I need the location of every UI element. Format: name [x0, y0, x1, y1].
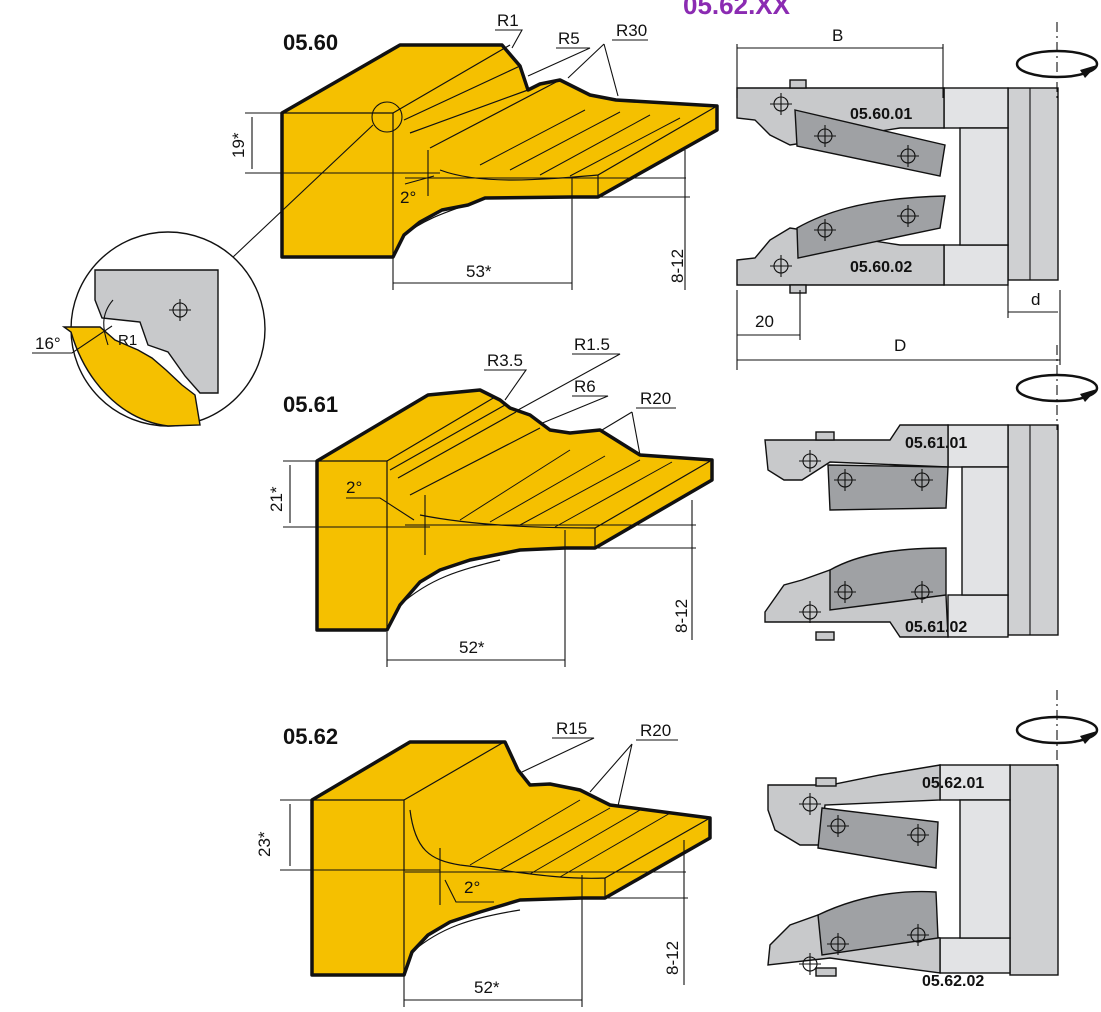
radius-label: R3.5	[487, 351, 523, 370]
knife-code: 05.60.01	[850, 106, 912, 123]
angle-label: 2°	[464, 878, 480, 897]
profile-05-60: 05.60 R1 R5 R30 19* 2° 53* 8-12	[229, 11, 719, 290]
cutter-05-60: 05.60.01 05.60.02 05.60.01 B 20 D d	[736, 22, 1099, 370]
angle-label: 2°	[346, 478, 362, 497]
profile-05-62: 05.62 R15 R20 23* 2° 52* 8-12	[255, 719, 712, 1007]
rotation-arrow-icon	[1015, 22, 1099, 100]
radius-label: R1.5	[574, 335, 610, 354]
radius-label: R6	[574, 377, 596, 396]
profile-title: 05.60	[283, 30, 338, 55]
detail-angle-label: 16°	[35, 334, 61, 353]
dim-20-label: 20	[755, 312, 774, 331]
cutter-05-62: 05.62.01 05.62.02	[767, 690, 1099, 990]
height-label: 21*	[267, 486, 286, 512]
radius-label: R20	[640, 389, 671, 408]
profile-block	[315, 388, 714, 632]
height-label: 23*	[255, 831, 274, 857]
radius-label: R15	[556, 719, 587, 738]
knife-code: 05.61.01	[905, 435, 967, 452]
dim-D-label: D	[894, 336, 906, 355]
dim-d-label: d	[1031, 290, 1040, 309]
angle-label: 2°	[400, 188, 416, 207]
knife-code: 05.60.02	[850, 259, 912, 276]
dim-b-label: B	[832, 26, 843, 45]
radius-label: R20	[640, 721, 671, 740]
thickness-label: 8-12	[668, 249, 687, 283]
profile-title: 05.62	[283, 724, 338, 749]
radius-label: R5	[558, 29, 580, 48]
radius-label: R1	[497, 11, 519, 30]
profile-block	[310, 740, 712, 977]
profile-title: 05.61	[283, 392, 338, 417]
radius-label: R30	[616, 21, 647, 40]
rotation-arrow-icon	[1015, 690, 1099, 770]
detail-radius-label: R1	[118, 332, 137, 349]
width-label: 52*	[474, 978, 500, 997]
knife-code: 05.61.02	[905, 619, 967, 636]
knife-code: 05.62.02	[922, 973, 984, 990]
height-label: 19*	[229, 132, 248, 158]
rotation-arrow-icon	[1015, 345, 1099, 430]
cutter-05-61: 05.61.01 05.61.02	[764, 345, 1099, 641]
profile-05-61: 05.61 R3.5 R1.5 R6 R20 21* 2° 52* 8-12	[267, 335, 714, 667]
header-code: 05.62.XX	[683, 0, 791, 20]
thickness-label: 8-12	[672, 599, 691, 633]
knife-code: 05.62.01	[922, 775, 984, 792]
thickness-label: 8-12	[663, 941, 682, 975]
width-label: 53*	[466, 262, 492, 281]
width-label: 52*	[459, 638, 485, 657]
profile-block	[280, 43, 719, 259]
detail-magnifier: R1 16°	[32, 124, 374, 427]
